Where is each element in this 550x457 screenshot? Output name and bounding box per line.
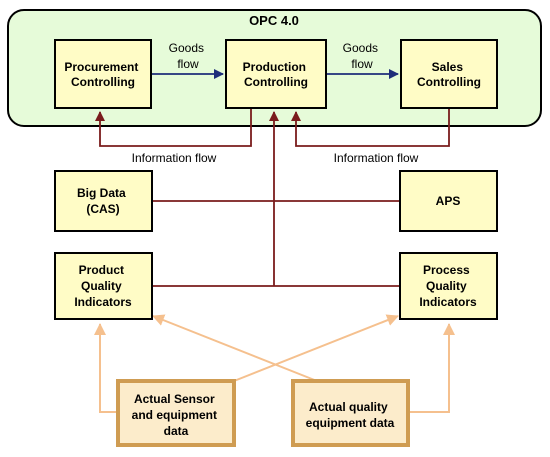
production-controlling-node: Production Controlling	[225, 39, 327, 109]
product-quality-indicators-node: Product Quality Indicators	[54, 252, 153, 320]
big-data-node: Big Data (CAS)	[54, 170, 153, 232]
svg-text:Process Quality In: Process Quality Indicators	[419, 263, 477, 309]
sensor-data-node: Actual Sensor and equipment data	[116, 379, 236, 447]
opc-title: OPC 4.0	[249, 13, 299, 28]
quality-equipment-data-node: Actual quality equipment data	[291, 379, 410, 447]
svg-text:Big Data (CAS): Big Data (CAS)	[77, 186, 129, 216]
svg-text:Actual quality equipment: Actual quality equipment data	[306, 400, 395, 430]
svg-text:Sales Controlling: Sales Controlling	[417, 60, 481, 89]
procurement-controlling-node: Procurement Controlling	[54, 39, 152, 109]
information-flow-label-1: Information flow	[132, 151, 217, 165]
info-flow-to-production	[291, 108, 450, 147]
sensor-to-process-arrow	[233, 314, 399, 382]
quality-to-process-arrow	[408, 323, 455, 413]
data-arrows	[94, 314, 455, 413]
process-quality-indicators-node: Process Quality Indicators	[399, 252, 498, 320]
goods-flow-label-1: Goods flow	[169, 41, 208, 71]
svg-text:Product Quality In: Product Quality Indicators	[74, 263, 132, 309]
svg-text:Actual Sensor and equipm: Actual Sensor and equipment data	[132, 392, 221, 438]
svg-text:Production Controlling: Production Controlling	[243, 60, 310, 89]
information-flow-label-2: Information flow	[334, 151, 419, 165]
goods-flow-label-2: Goods flow	[343, 41, 382, 71]
information-flow-connectors	[95, 108, 450, 287]
quality-to-product-arrow	[152, 314, 318, 382]
svg-text:Procurement Controlling: Procurement Controlling	[64, 60, 141, 89]
sales-controlling-node: Sales Controlling	[400, 39, 498, 109]
sensor-to-product-arrow	[94, 323, 118, 413]
svg-text:APS: APS	[436, 194, 461, 208]
info-flow-to-procurement	[95, 108, 252, 147]
aps-node: APS	[399, 170, 498, 232]
